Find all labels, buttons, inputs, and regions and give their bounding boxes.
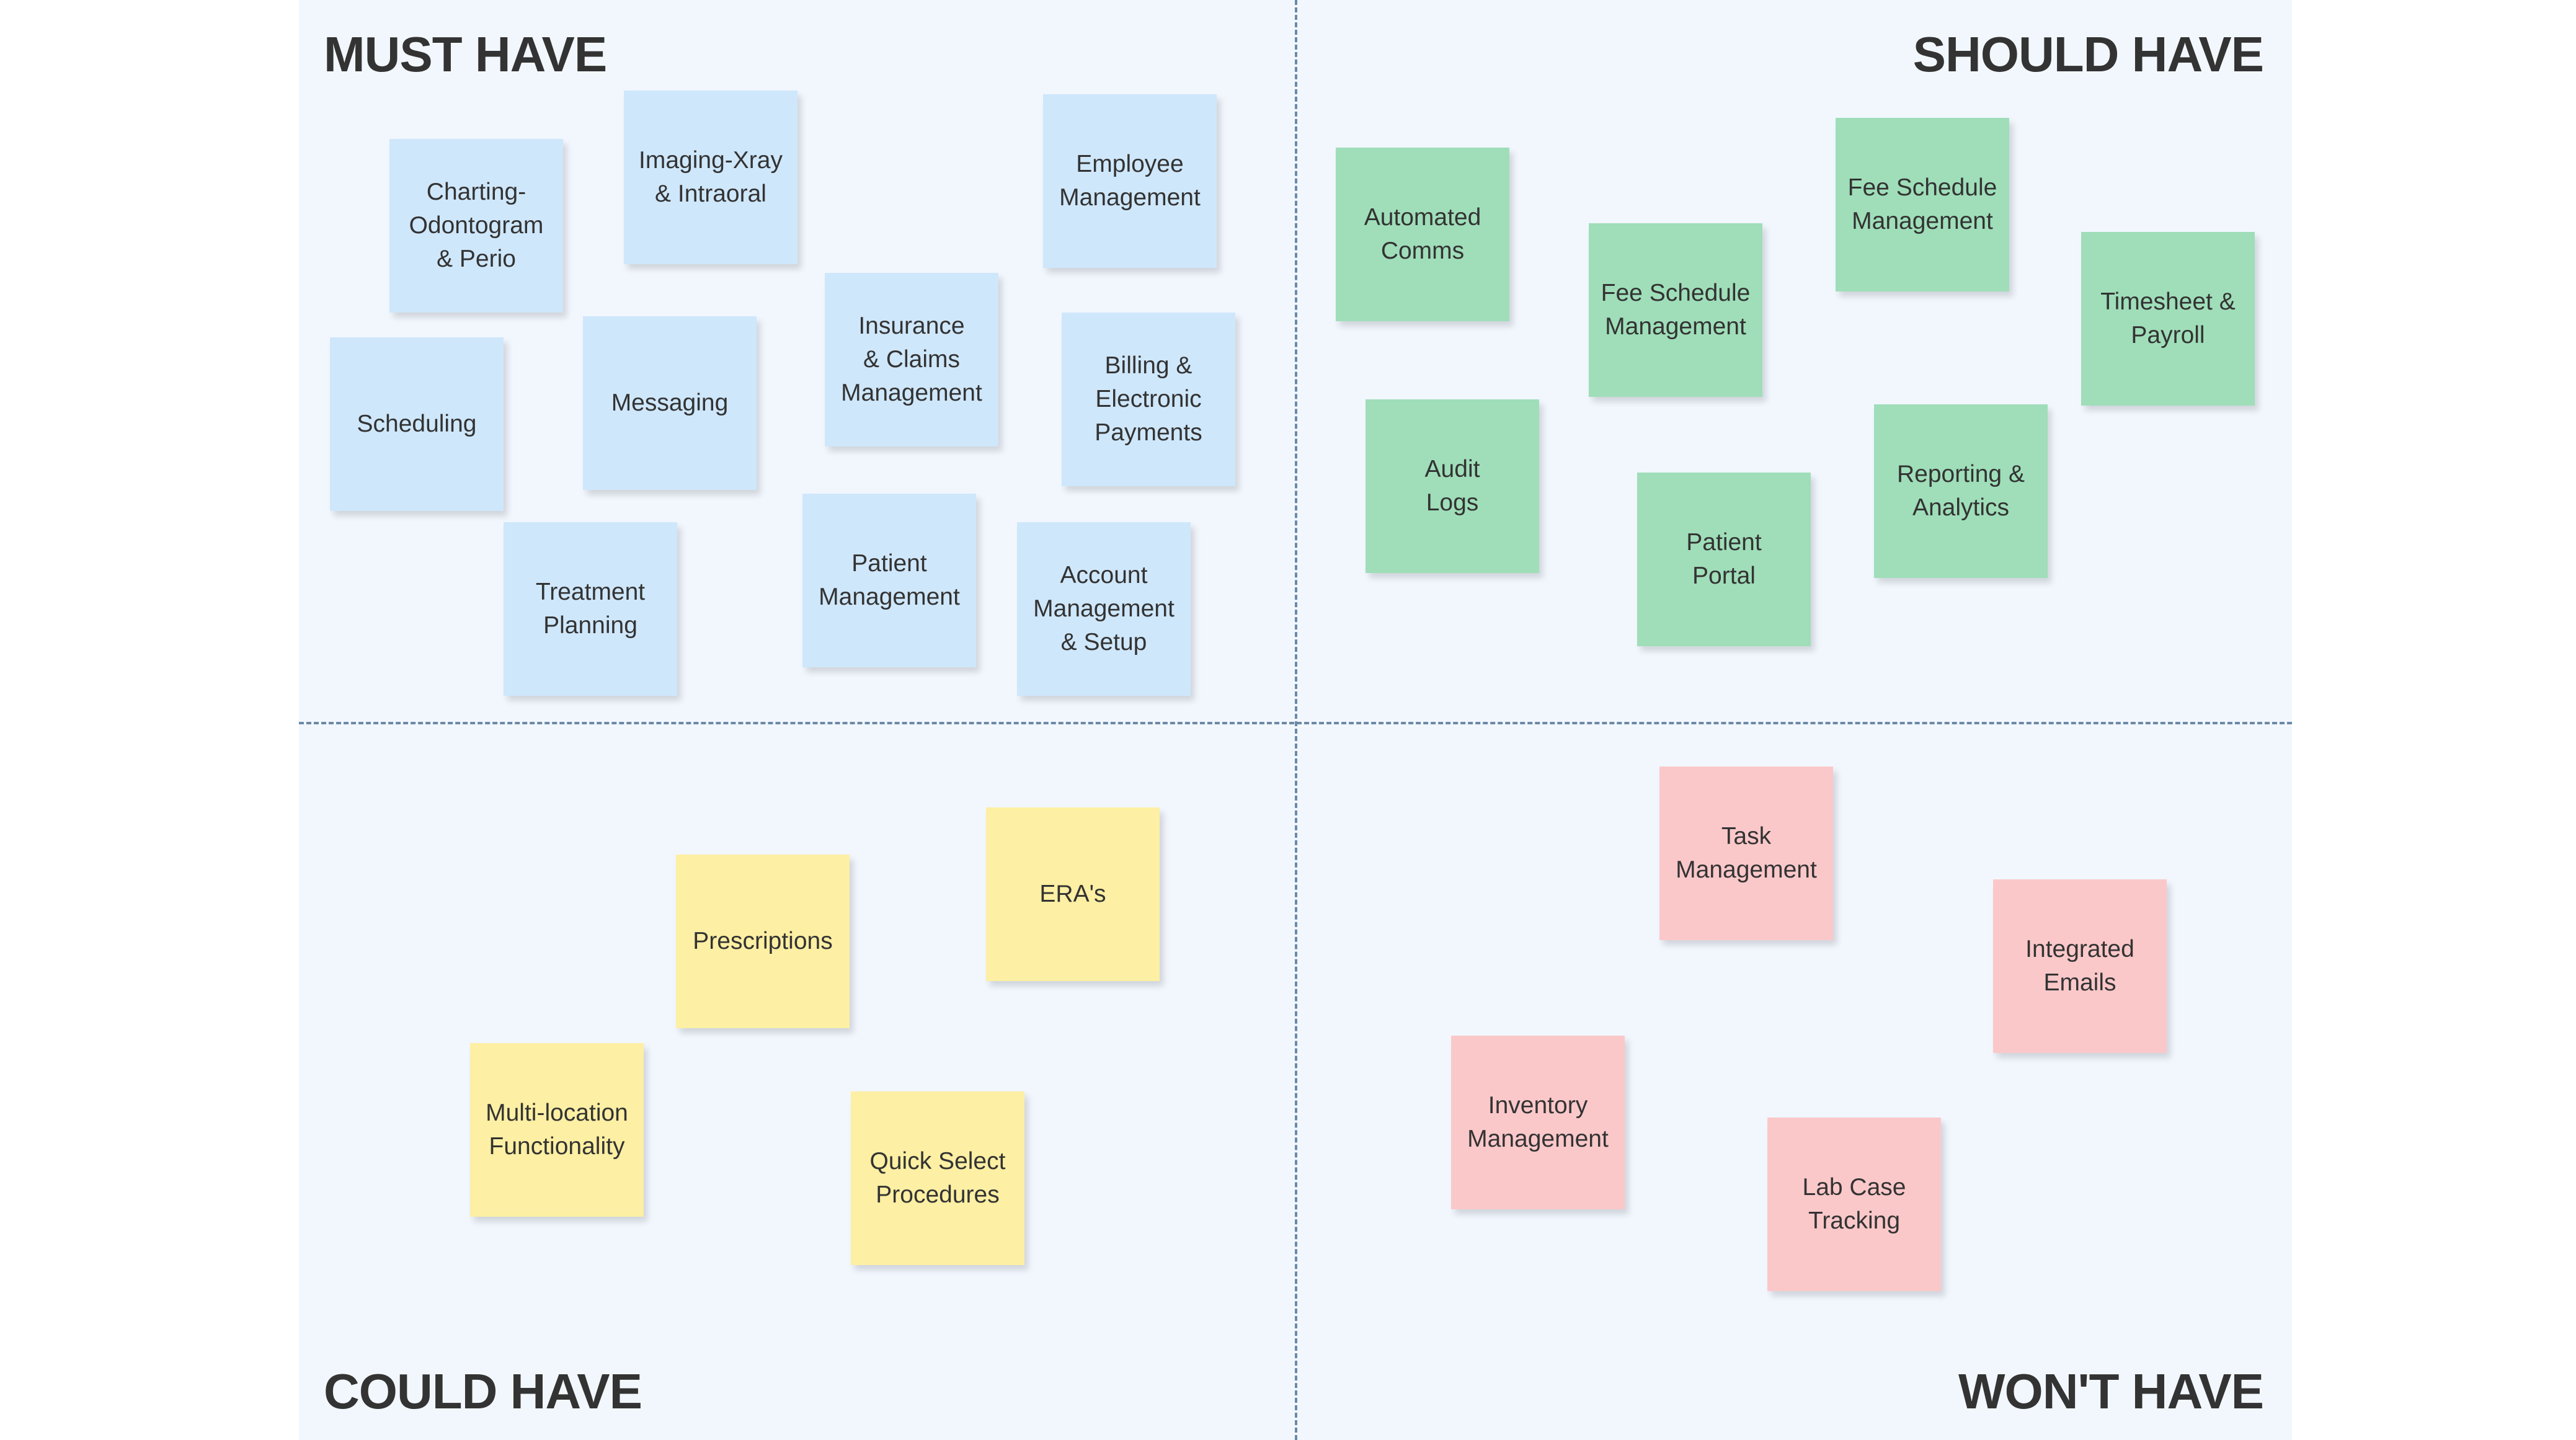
sticky-note[interactable]: Fee Schedule Management xyxy=(1836,118,2009,291)
sticky-note[interactable]: Billing & Electronic Payments xyxy=(1062,313,1235,486)
sticky-note[interactable]: Inventory Management xyxy=(1451,1036,1625,1209)
sticky-note[interactable]: Audit Logs xyxy=(1366,399,1539,573)
sticky-note[interactable]: Timesheet & Payroll xyxy=(2081,232,2255,406)
must-have-title: MUST HAVE xyxy=(324,27,607,82)
sticky-note[interactable]: Imaging-Xray & Intraoral xyxy=(624,91,797,264)
sticky-note[interactable]: Patient Portal xyxy=(1637,473,1811,646)
sticky-note[interactable]: Charting- Odontogram & Perio xyxy=(389,139,563,313)
wont-have-title: WON'T HAVE xyxy=(1958,1364,2264,1419)
sticky-note[interactable]: Insurance & Claims Management xyxy=(825,273,998,447)
sticky-note[interactable]: Lab Case Tracking xyxy=(1767,1118,1941,1291)
horizontal-divider xyxy=(299,722,2292,724)
sticky-note[interactable]: Treatment Planning xyxy=(504,522,677,696)
sticky-note[interactable]: Patient Management xyxy=(802,494,976,667)
sticky-note[interactable]: Multi-location Functionality xyxy=(470,1043,644,1217)
sticky-note[interactable]: Messaging xyxy=(583,316,757,490)
could-have-title: COULD HAVE xyxy=(324,1364,642,1419)
sticky-note[interactable]: Account Management & Setup xyxy=(1017,522,1191,696)
should-have-title: SHOULD HAVE xyxy=(1912,27,2264,82)
sticky-note[interactable]: Integrated Emails xyxy=(1993,879,2167,1053)
sticky-note[interactable]: Quick Select Procedures xyxy=(851,1091,1024,1265)
sticky-note[interactable]: Fee Schedule Management xyxy=(1589,223,1762,397)
sticky-note[interactable]: Scheduling xyxy=(330,337,504,511)
sticky-note[interactable]: ERA's xyxy=(986,807,1160,981)
sticky-note[interactable]: Automated Comms xyxy=(1336,148,1509,321)
vertical-divider xyxy=(1295,0,1297,1440)
sticky-note[interactable]: Reporting & Analytics xyxy=(1874,404,2048,578)
sticky-note[interactable]: Prescriptions xyxy=(676,855,850,1028)
sticky-note[interactable]: Task Management xyxy=(1659,767,1833,940)
sticky-note[interactable]: Employee Management xyxy=(1043,94,1217,268)
